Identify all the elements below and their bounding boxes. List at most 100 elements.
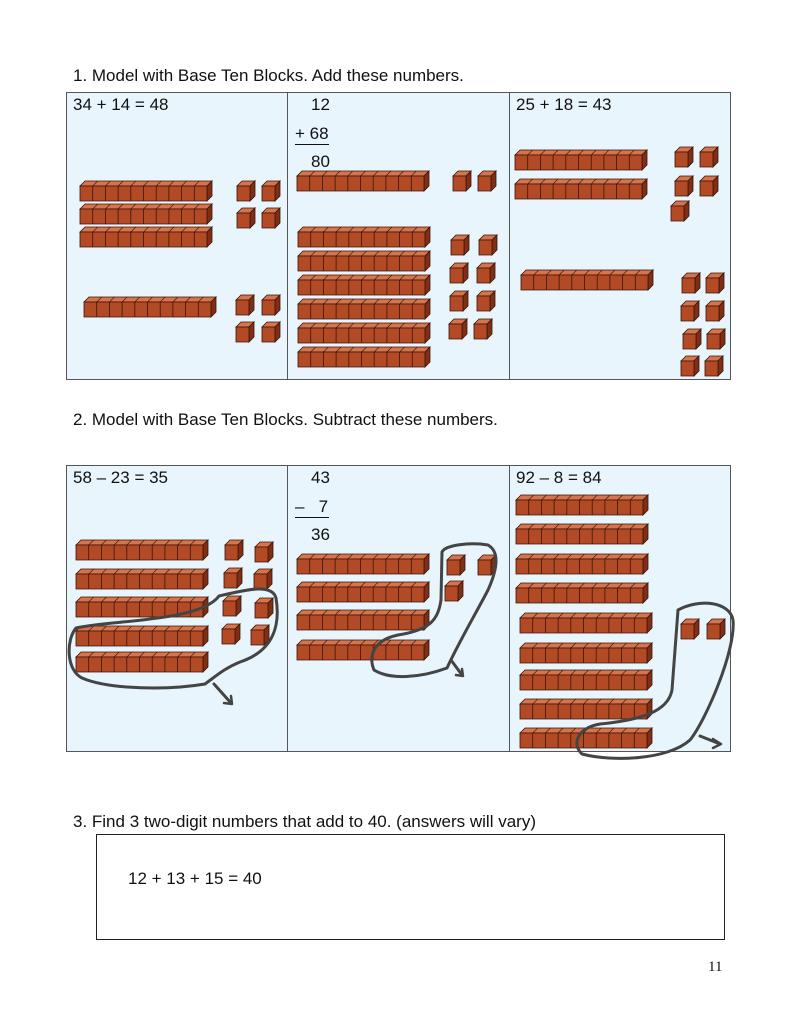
unit-cube <box>223 567 243 589</box>
ten-rod <box>514 178 648 200</box>
unit-cube <box>449 290 469 312</box>
loop-2a <box>67 587 279 690</box>
problem-1-heading: 1. Model with Base Ten Blocks. Add these… <box>73 66 464 85</box>
unit-cube <box>253 568 273 590</box>
unit-cube <box>681 272 701 294</box>
ten-rod <box>296 553 430 575</box>
ten-rod <box>75 596 209 618</box>
problem-2-divider-2 <box>509 465 510 752</box>
unit-cube <box>680 300 700 322</box>
unit-cube <box>261 321 281 343</box>
ten-rod <box>515 553 649 575</box>
unit-cube <box>476 290 496 312</box>
unit-cube <box>477 170 497 192</box>
unit-cube <box>682 328 702 350</box>
ten-rod <box>75 539 209 561</box>
ten-rod <box>75 625 209 647</box>
unit-cube <box>699 175 719 197</box>
unit-cube <box>221 623 241 645</box>
ten-rod <box>297 298 431 320</box>
problem-2b-result: 36 <box>311 525 330 544</box>
arrow-2a <box>212 682 233 705</box>
unit-cube <box>452 170 472 192</box>
arrow-2b <box>449 658 464 677</box>
problem-1c-equation: 25 + 18 = 43 <box>516 95 612 114</box>
ten-rod <box>519 642 653 664</box>
problem-1b-top: 12 <box>311 95 330 114</box>
problem-2b-top: 43 <box>311 468 330 487</box>
unit-cube <box>705 272 725 294</box>
ten-rod <box>296 581 430 603</box>
ten-rod <box>515 523 649 545</box>
ten-rod <box>297 322 431 344</box>
problem-1a-equation: 34 + 14 = 48 <box>73 95 169 114</box>
page-number: 11 <box>708 959 723 975</box>
ten-rod <box>519 698 653 720</box>
ten-rod <box>520 269 654 291</box>
unit-cube <box>476 262 496 284</box>
unit-cube <box>250 624 270 646</box>
problem-3-heading: 3. Find 3 two-digit numbers that add to … <box>73 812 536 831</box>
unit-cube <box>446 554 466 576</box>
unit-cube <box>680 618 700 640</box>
ten-rod <box>297 346 431 368</box>
unit-cube <box>236 207 256 229</box>
unit-cube <box>674 175 694 197</box>
ten-rod <box>515 494 649 516</box>
unit-cube <box>674 146 694 168</box>
unit-cube <box>670 200 690 222</box>
unit-cube <box>706 328 726 350</box>
ten-rod <box>519 612 653 634</box>
ten-rod <box>296 639 430 661</box>
arrowhead-2b <box>454 667 465 678</box>
ten-rod <box>75 568 209 590</box>
problem-2-divider-1 <box>287 465 288 752</box>
unit-cube <box>261 294 281 316</box>
ten-rod <box>79 226 213 248</box>
ten-rod <box>515 582 649 604</box>
problem-2a-equation: 58 – 23 = 35 <box>73 468 169 487</box>
unit-cube <box>448 318 468 340</box>
problem-1-divider-2 <box>509 92 510 380</box>
unit-cube <box>235 321 255 343</box>
unit-cube <box>224 539 244 561</box>
problem-1b-addend: + 68 <box>295 124 329 145</box>
ten-rod <box>297 250 431 272</box>
loop-2c <box>575 601 735 760</box>
ten-rod <box>79 203 213 225</box>
problem-2c-equation: 92 – 8 = 84 <box>516 468 602 487</box>
arrowhead-2c <box>711 737 723 750</box>
arrowhead-2a <box>222 694 234 706</box>
ten-rod <box>296 170 430 192</box>
unit-cube <box>235 294 255 316</box>
unit-cube <box>254 597 274 619</box>
unit-cube <box>222 595 242 617</box>
unit-cube <box>449 262 469 284</box>
problem-1b-result: 80 <box>311 152 330 171</box>
ten-rod <box>519 727 653 749</box>
unit-cube <box>450 234 470 256</box>
unit-cube <box>478 234 498 256</box>
problem-2-heading: 2. Model with Base Ten Blocks. Subtract … <box>73 410 498 429</box>
unit-cube <box>704 355 724 377</box>
ten-rod <box>296 609 430 631</box>
loop-2b <box>370 542 498 679</box>
blocks-layer <box>75 146 726 749</box>
unit-cube <box>680 355 700 377</box>
problem-2b-subtrahend: – 7 <box>295 497 329 518</box>
unit-cube <box>699 146 719 168</box>
unit-cube <box>261 207 281 229</box>
answer-box <box>96 834 725 940</box>
unit-cube <box>473 318 493 340</box>
ten-rod <box>297 274 431 296</box>
unit-cube <box>706 618 726 640</box>
problem-1-divider-1 <box>287 92 288 380</box>
unit-cube <box>254 541 274 563</box>
answer-text: 12 + 13 + 15 = 40 <box>128 869 262 888</box>
subtraction-loops <box>67 542 735 760</box>
unit-cube <box>261 180 281 202</box>
ten-rod <box>75 651 209 673</box>
ten-rod <box>514 149 648 171</box>
ten-rod <box>519 669 653 691</box>
